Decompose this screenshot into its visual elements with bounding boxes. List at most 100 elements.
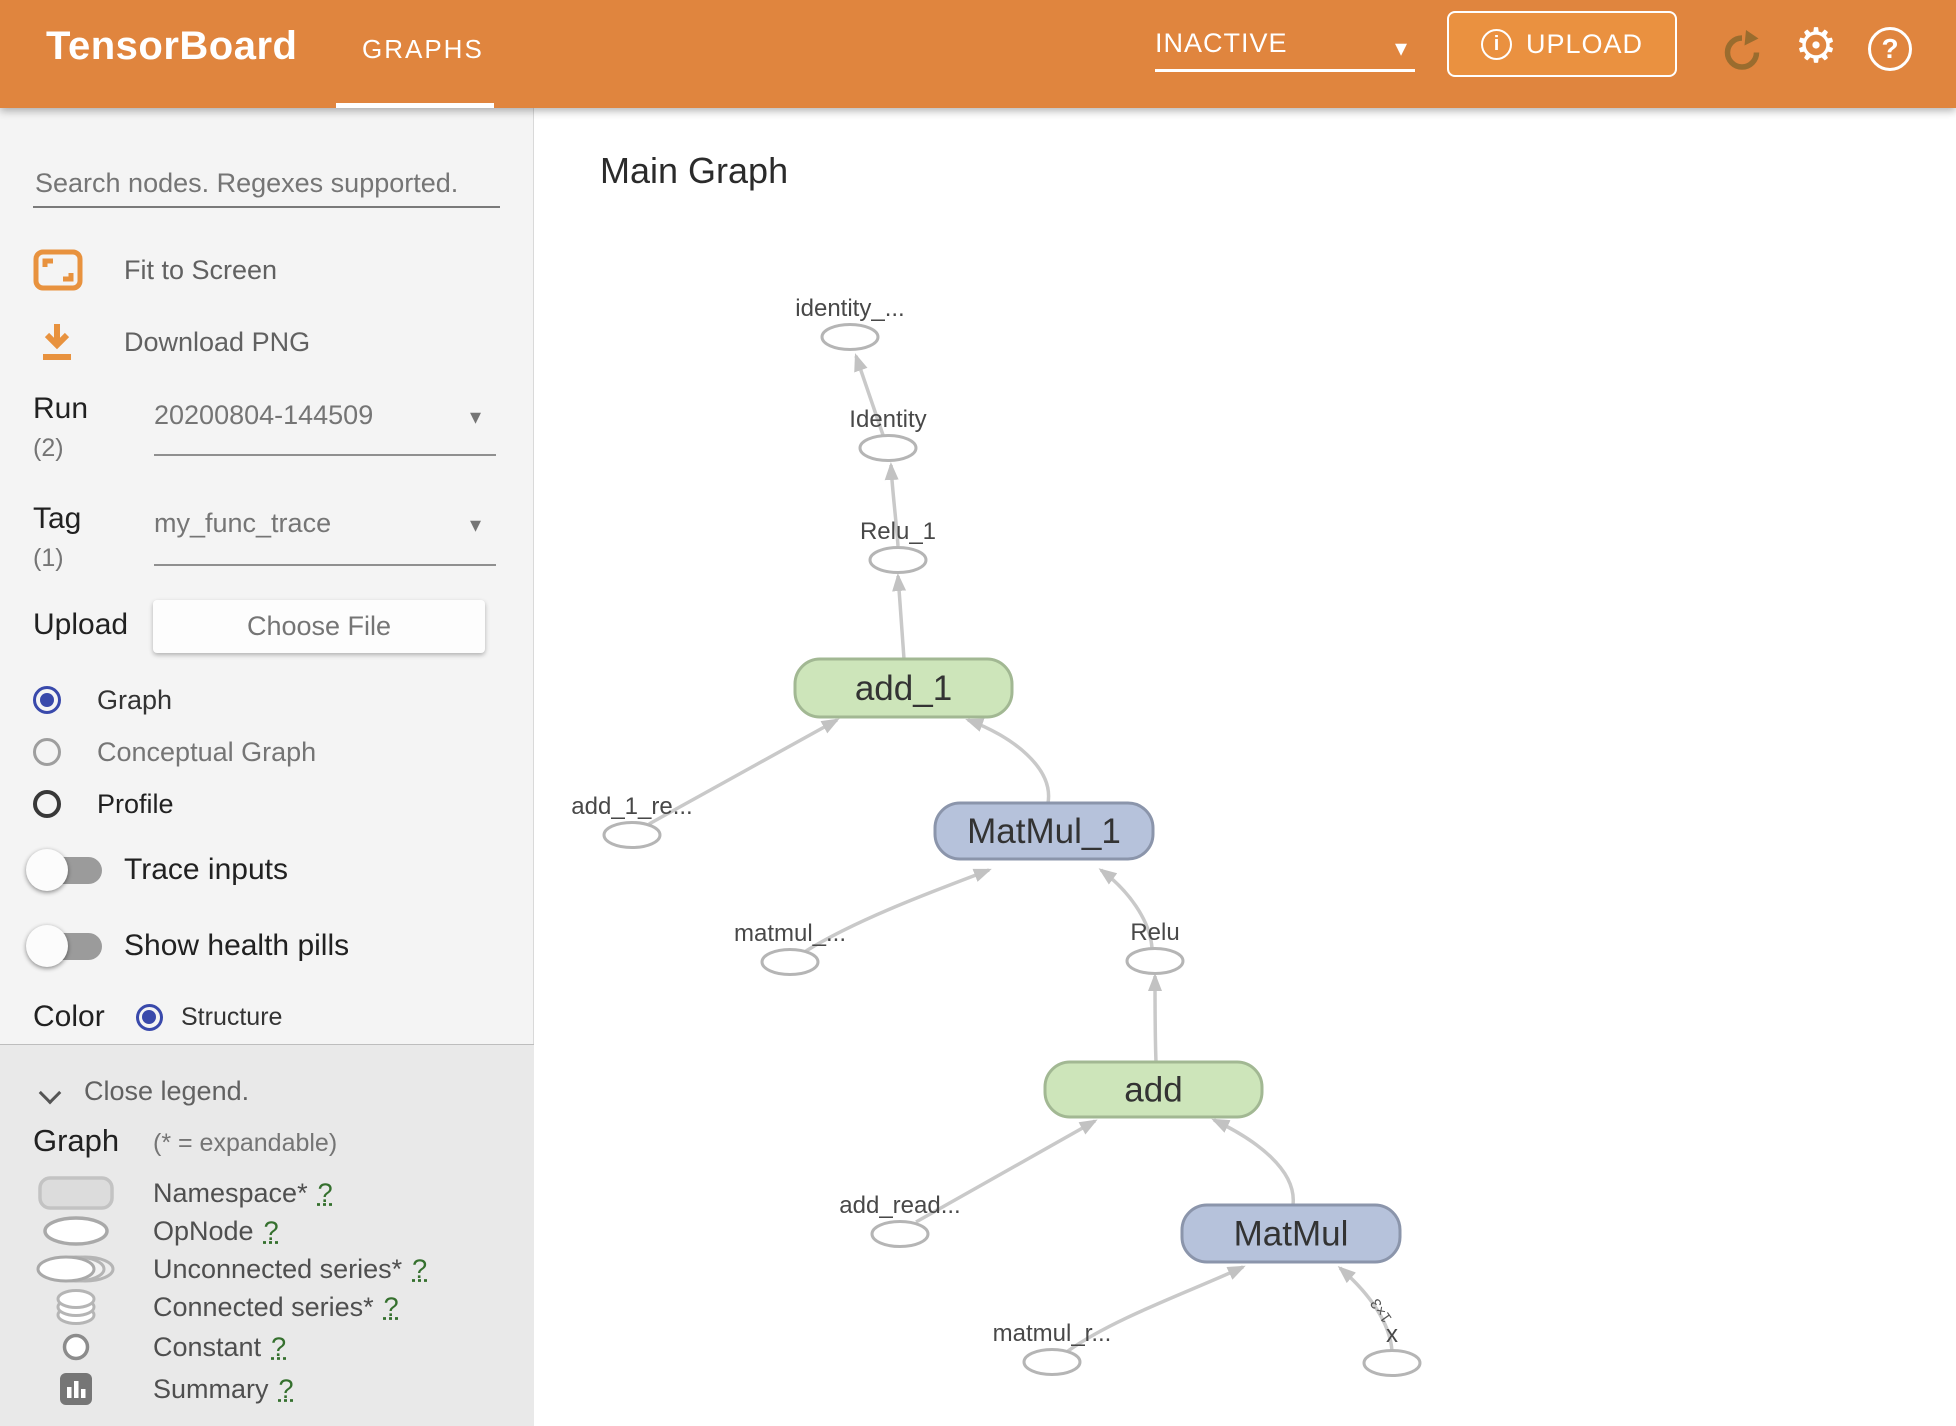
graph-canvas[interactable]: identity_...IdentityRelu_1add_1_re...mat… [534, 108, 1956, 1426]
node-label-add: add [1124, 1071, 1182, 1110]
radio-conceptual-graph[interactable]: Conceptual Graph [0, 726, 534, 778]
node-add[interactable] [1043, 1060, 1264, 1119]
color-label: Color [33, 1000, 105, 1033]
node-label-add_1: add_1 [855, 669, 952, 708]
active-tab-indicator [336, 103, 494, 108]
fit-to-screen-label: Fit to Screen [124, 254, 278, 285]
node-MatMul[interactable] [1180, 1203, 1402, 1264]
node-label-MatMul_1: MatMul_1 [967, 812, 1121, 851]
toggle-thumb [26, 849, 68, 891]
download-png-label: Download PNG [124, 326, 311, 357]
node-label-matmul_read: matmul_r... [993, 1320, 1112, 1347]
node-Relu_1[interactable] [868, 546, 928, 574]
node-label-Identity: Identity [849, 406, 926, 433]
settings-gear-icon[interactable]: ⚙ [1794, 20, 1838, 73]
node-label-MatMul: MatMul [1234, 1215, 1349, 1254]
trace-inputs-label: Trace inputs [124, 853, 288, 886]
help-link[interactable]: ? [412, 1253, 428, 1284]
legend-item-connected-series: Connected series*? [0, 1287, 534, 1327]
help-icon[interactable]: ? [1868, 27, 1912, 71]
upload-button-label: UPLOAD [1525, 28, 1644, 59]
radio-profile[interactable]: Profile [0, 778, 534, 830]
legend-subtitle: (* = expandable) [153, 1129, 338, 1157]
chevron-down-icon[interactable]: ▾ [470, 404, 482, 429]
toggle-thumb [26, 925, 68, 967]
connected-series-icon [33, 1288, 119, 1326]
tab-graphs[interactable]: GRAPHS [362, 34, 484, 64]
legend-title-row: Graph (* = expandable) [0, 1123, 534, 1167]
run-dropdown[interactable]: 20200804-144509 [154, 400, 374, 430]
choose-file-button[interactable]: Choose File [153, 600, 485, 653]
node-matmul_read[interactable] [1022, 1348, 1082, 1376]
upload-button[interactable]: i UPLOAD [1447, 11, 1677, 77]
close-legend-button[interactable]: Close legend. [0, 1069, 534, 1113]
help-link[interactable]: ? [383, 1291, 399, 1322]
node-label-x: x [1386, 1321, 1398, 1348]
radio-unselected-icon [33, 738, 61, 766]
legend-label: Summary [153, 1373, 269, 1404]
opnode-icon [33, 1215, 119, 1247]
namespace-icon [33, 1175, 119, 1211]
sidebar: Fit to Screen Download PNG Run (2) 20200… [0, 108, 534, 1426]
legend-panel: Close legend. Graph (* = expandable) Nam… [0, 1044, 534, 1426]
node-Identity[interactable] [858, 434, 918, 462]
trace-inputs-toggle[interactable]: Trace inputs [0, 840, 534, 900]
info-icon: i [1480, 28, 1512, 60]
help-link[interactable]: ? [263, 1215, 279, 1246]
app-title: TensorBoard [46, 24, 298, 68]
legend-label: OpNode [153, 1215, 254, 1246]
radio-graph[interactable]: Graph [0, 674, 534, 726]
node-label-Relu: Relu [1130, 919, 1179, 946]
search-input[interactable] [33, 160, 500, 208]
node-add_1_read[interactable] [602, 821, 662, 849]
chevron-down-icon: ▾ [1394, 35, 1407, 62]
radio-unselected-icon [33, 790, 61, 818]
help-link[interactable]: ? [271, 1331, 287, 1362]
tag-count: (1) [33, 544, 64, 572]
graph-edge-Relu-to-MatMul_1 [1098, 868, 1154, 949]
radio-selected-icon [33, 686, 61, 714]
app-header: TensorBoard GRAPHS INACTIVE ▾ i UPLOAD ⚙… [0, 0, 1956, 108]
graph-edge-add_1-to-Relu_1 [892, 573, 907, 660]
summary-icon [33, 1372, 119, 1406]
color-by-row: Color Structure [0, 992, 534, 1042]
graph-edge-MatMul-to-add [1211, 1118, 1295, 1206]
node-add_1[interactable] [793, 657, 1014, 719]
node-Relu[interactable] [1125, 947, 1185, 975]
legend-label: Constant [153, 1331, 262, 1362]
node-matmul_1_read[interactable] [760, 948, 820, 976]
graph-edge-matmul_1_read-to-MatMul_1 [805, 868, 992, 953]
fit-to-screen-button[interactable]: Fit to Screen [0, 244, 534, 296]
node-label-add_read: add_read... [839, 1192, 960, 1219]
node-MatMul_1[interactable] [933, 801, 1155, 861]
show-health-pills-toggle[interactable]: Show health pills [0, 916, 534, 976]
run-label: Run [33, 392, 89, 425]
graph-edge-Relu_1-to-Identity [884, 462, 900, 547]
graph-edge-add-to-Relu [1148, 973, 1163, 1063]
graph-edge-MatMul_1-to-add_1 [965, 718, 1051, 804]
status-dropdown-value: INACTIVE [1155, 28, 1288, 58]
dropdown-underline [1155, 69, 1415, 72]
node-identity_out[interactable] [820, 323, 880, 351]
upload-label: Upload [33, 608, 129, 641]
refresh-icon[interactable] [1716, 26, 1768, 78]
main-graph-title: Main Graph [600, 150, 789, 191]
node-label-add_1_read: add_1_re... [571, 793, 692, 820]
graph-edge-matmul_read-to-MatMul [1066, 1265, 1246, 1353]
help-link[interactable]: ? [278, 1373, 294, 1404]
status-dropdown[interactable]: INACTIVE ▾ [1155, 28, 1417, 72]
chevron-down-icon [38, 1081, 62, 1105]
help-link[interactable]: ? [317, 1177, 333, 1208]
download-png-button[interactable]: Download PNG [0, 316, 534, 368]
fit-to-screen-icon [33, 249, 89, 291]
radio-structure[interactable] [136, 1003, 163, 1031]
structure-label: Structure [181, 1002, 283, 1031]
node-add_read[interactable] [870, 1220, 930, 1248]
radio-profile-label: Profile [97, 788, 174, 819]
node-x[interactable] [1362, 1349, 1422, 1377]
tag-dropdown[interactable]: my_func_trace [154, 508, 332, 538]
chevron-down-icon[interactable]: ▾ [470, 512, 482, 537]
run-underline [154, 454, 496, 456]
node-label-matmul_1_read: matmul_... [734, 920, 846, 947]
legend-item-opnode: OpNode? [0, 1211, 534, 1251]
